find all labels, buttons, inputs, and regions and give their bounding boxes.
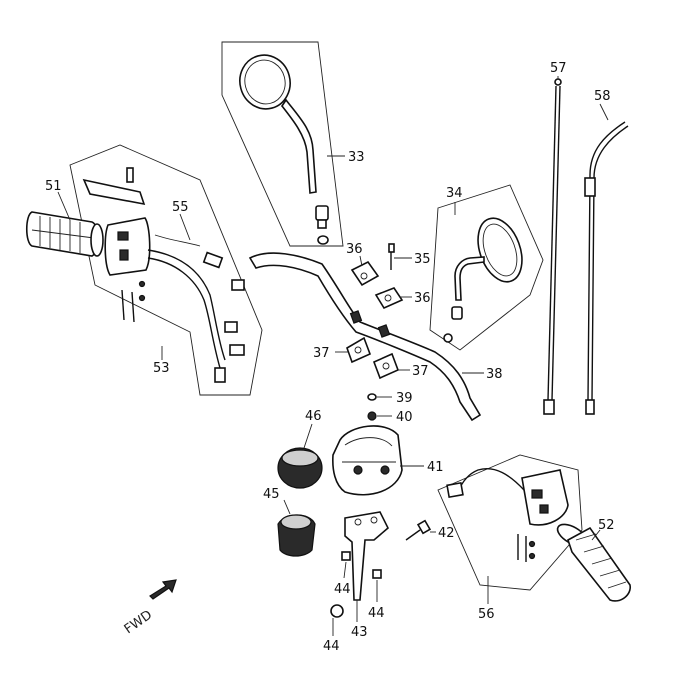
right-mirror-group-outline <box>429 184 544 351</box>
mirror-group-outline <box>221 41 344 247</box>
left-switch-screws <box>121 280 146 323</box>
part-label-35: 35 <box>414 252 431 267</box>
part-label-52: 52 <box>598 518 615 533</box>
part-label-33: 33 <box>348 150 365 165</box>
part-number-labels: 33 34 35 36 36 37 37 38 39 40 41 42 43 4… <box>45 61 615 654</box>
bracket-nut-right <box>372 569 382 579</box>
nut <box>367 411 377 421</box>
left-switch-housing <box>82 167 151 276</box>
part-label-53: 53 <box>153 361 170 376</box>
part-label-43: 43 <box>351 625 368 640</box>
left-mirror <box>239 54 329 245</box>
part-label-44-right: 44 <box>368 606 385 621</box>
part-label-40: 40 <box>396 410 413 425</box>
lower-holder-right <box>372 352 400 380</box>
left-switch-wiring <box>147 249 245 383</box>
part-label-55: 55 <box>172 200 189 215</box>
lower-holder-left <box>346 336 372 364</box>
left-grip <box>25 211 104 257</box>
part-label-36-top: 36 <box>346 242 363 257</box>
part-label-34: 34 <box>446 186 463 201</box>
part-label-45: 45 <box>263 487 280 502</box>
upper-holder-top <box>350 260 380 287</box>
upper-handlebar-cover <box>332 425 403 496</box>
part-label-44-left: 44 <box>334 582 351 597</box>
rubber-boot-upper <box>277 447 323 489</box>
right-mirror <box>443 217 523 343</box>
right-grip <box>556 523 631 602</box>
bracket-nut-bottom <box>330 604 344 618</box>
part-label-38: 38 <box>486 367 503 382</box>
part-label-37-left: 37 <box>313 346 330 361</box>
left-wire-lead <box>154 234 201 247</box>
bracket-nut-left <box>341 551 351 561</box>
right-switch-wiring <box>446 468 536 562</box>
right-switch-group-outline <box>437 454 583 591</box>
part-label-39: 39 <box>396 391 413 406</box>
clutch-cable <box>543 78 562 415</box>
part-label-36-bottom: 36 <box>414 291 431 306</box>
part-label-41: 41 <box>427 460 444 475</box>
part-label-51: 51 <box>45 179 62 194</box>
right-switch-housing <box>521 469 569 526</box>
left-switch-group-outline <box>69 144 263 396</box>
washer <box>367 393 377 401</box>
upper-holder-bottom <box>374 287 404 310</box>
part-label-37-right: 37 <box>412 364 429 379</box>
part-label-57: 57 <box>550 61 567 76</box>
part-label-44-bottom: 44 <box>323 639 340 654</box>
lower-bracket <box>344 511 389 601</box>
forward-direction-arrow: FWD <box>122 579 177 638</box>
rubber-boot-lower <box>277 514 316 557</box>
part-label-42: 42 <box>438 526 455 541</box>
part-label-58: 58 <box>594 89 611 104</box>
handlebar <box>248 252 482 422</box>
mounting-bolt <box>405 519 432 541</box>
part-label-46: 46 <box>305 409 322 424</box>
throttle-cable <box>584 121 629 415</box>
forward-label: FWD <box>122 608 155 638</box>
part-label-56: 56 <box>478 607 495 622</box>
leader-lines <box>57 76 609 636</box>
holder-bolt <box>388 243 395 270</box>
